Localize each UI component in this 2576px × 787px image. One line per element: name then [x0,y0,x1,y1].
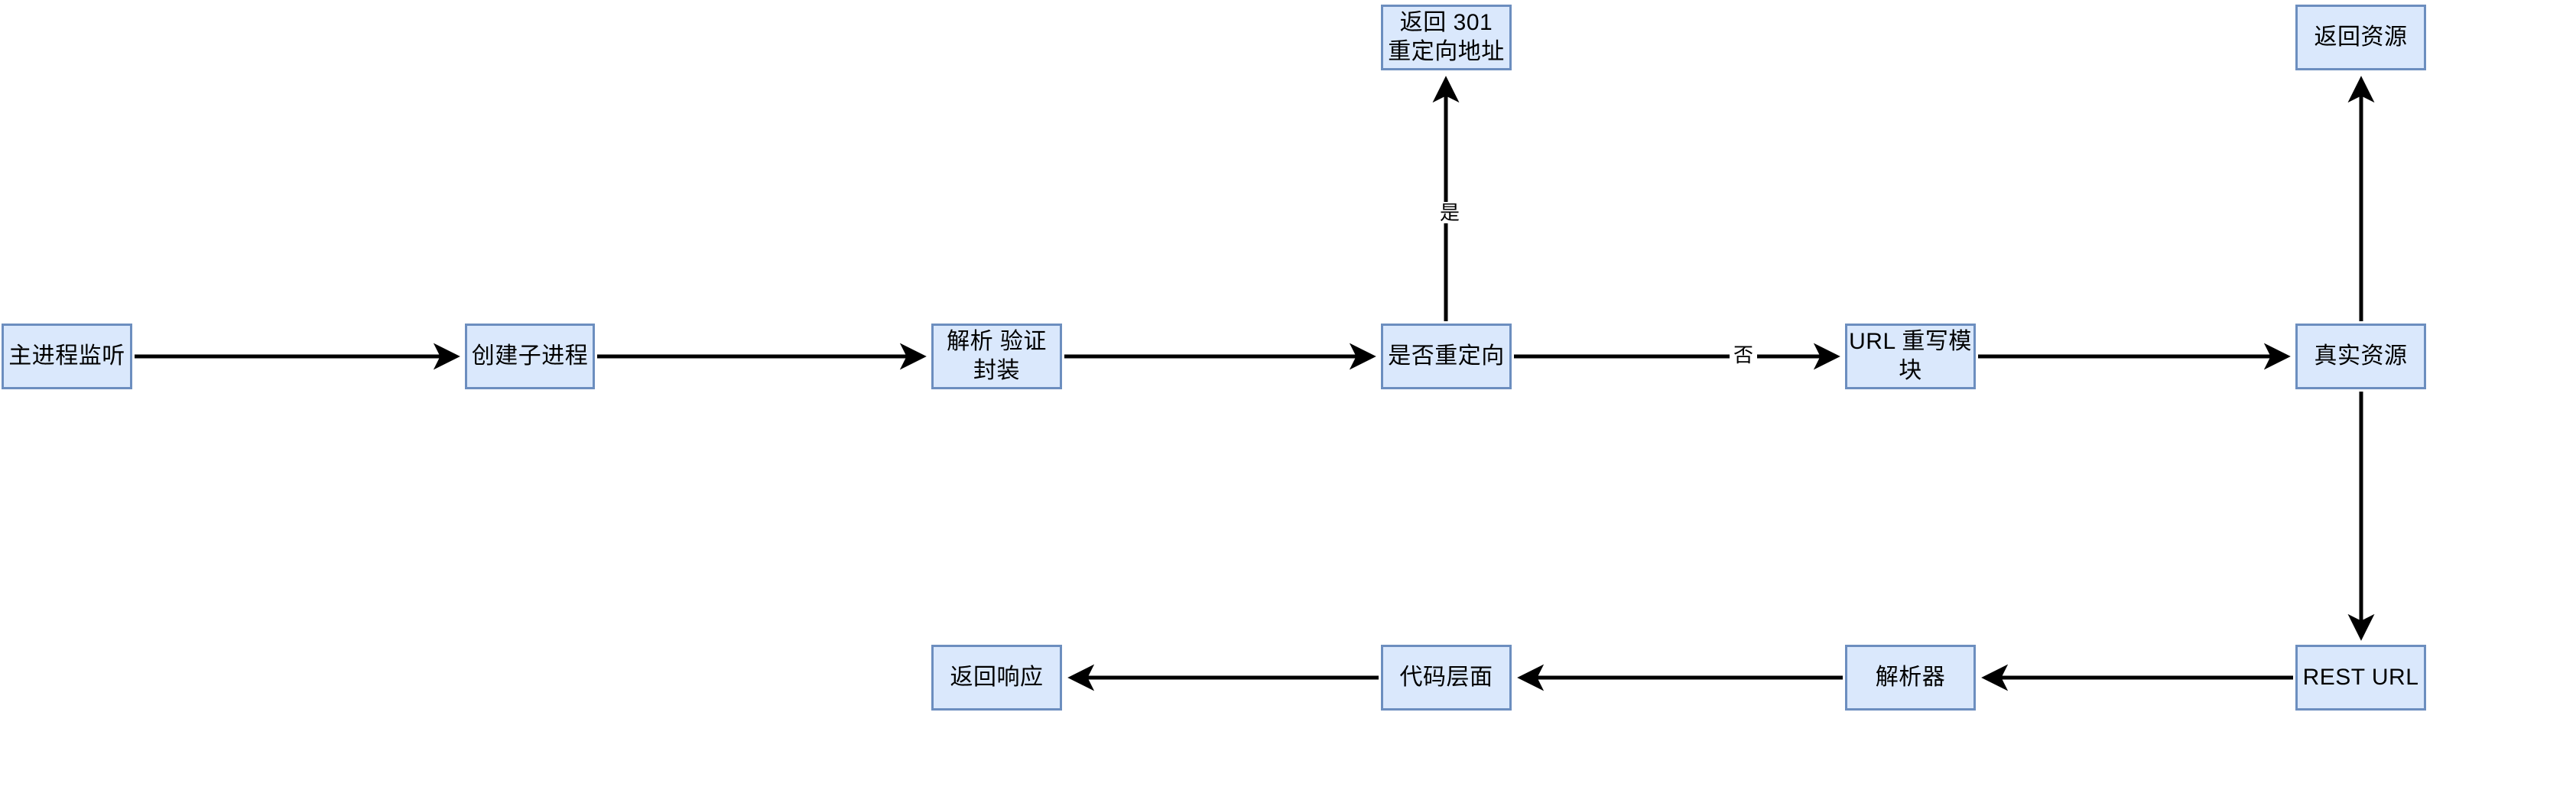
node-real-resource[interactable]: 真实资源 [2295,324,2426,389]
node-is-redirect[interactable]: 是否重定向 [1381,324,1512,389]
node-return-301[interactable]: 返回 301 重定向地址 [1381,5,1512,70]
node-parser[interactable]: 解析器 [1845,645,1976,711]
node-code-layer[interactable]: 代码层面 [1381,645,1512,711]
node-url-rewrite-module[interactable]: URL 重写模块 [1845,324,1976,389]
node-return-resource[interactable]: 返回资源 [2295,5,2426,70]
node-create-child-process[interactable]: 创建子进程 [465,324,595,389]
node-main-process-listen[interactable]: 主进程监听 [2,324,132,389]
edge-label-yes: 是 [1436,202,1464,223]
edge-label-no: 否 [1730,344,1758,366]
node-parse-verify-pack[interactable]: 解析 验证 封装 [931,324,1062,389]
node-rest-url[interactable]: REST URL [2295,645,2426,711]
node-return-response[interactable]: 返回响应 [931,645,1062,711]
